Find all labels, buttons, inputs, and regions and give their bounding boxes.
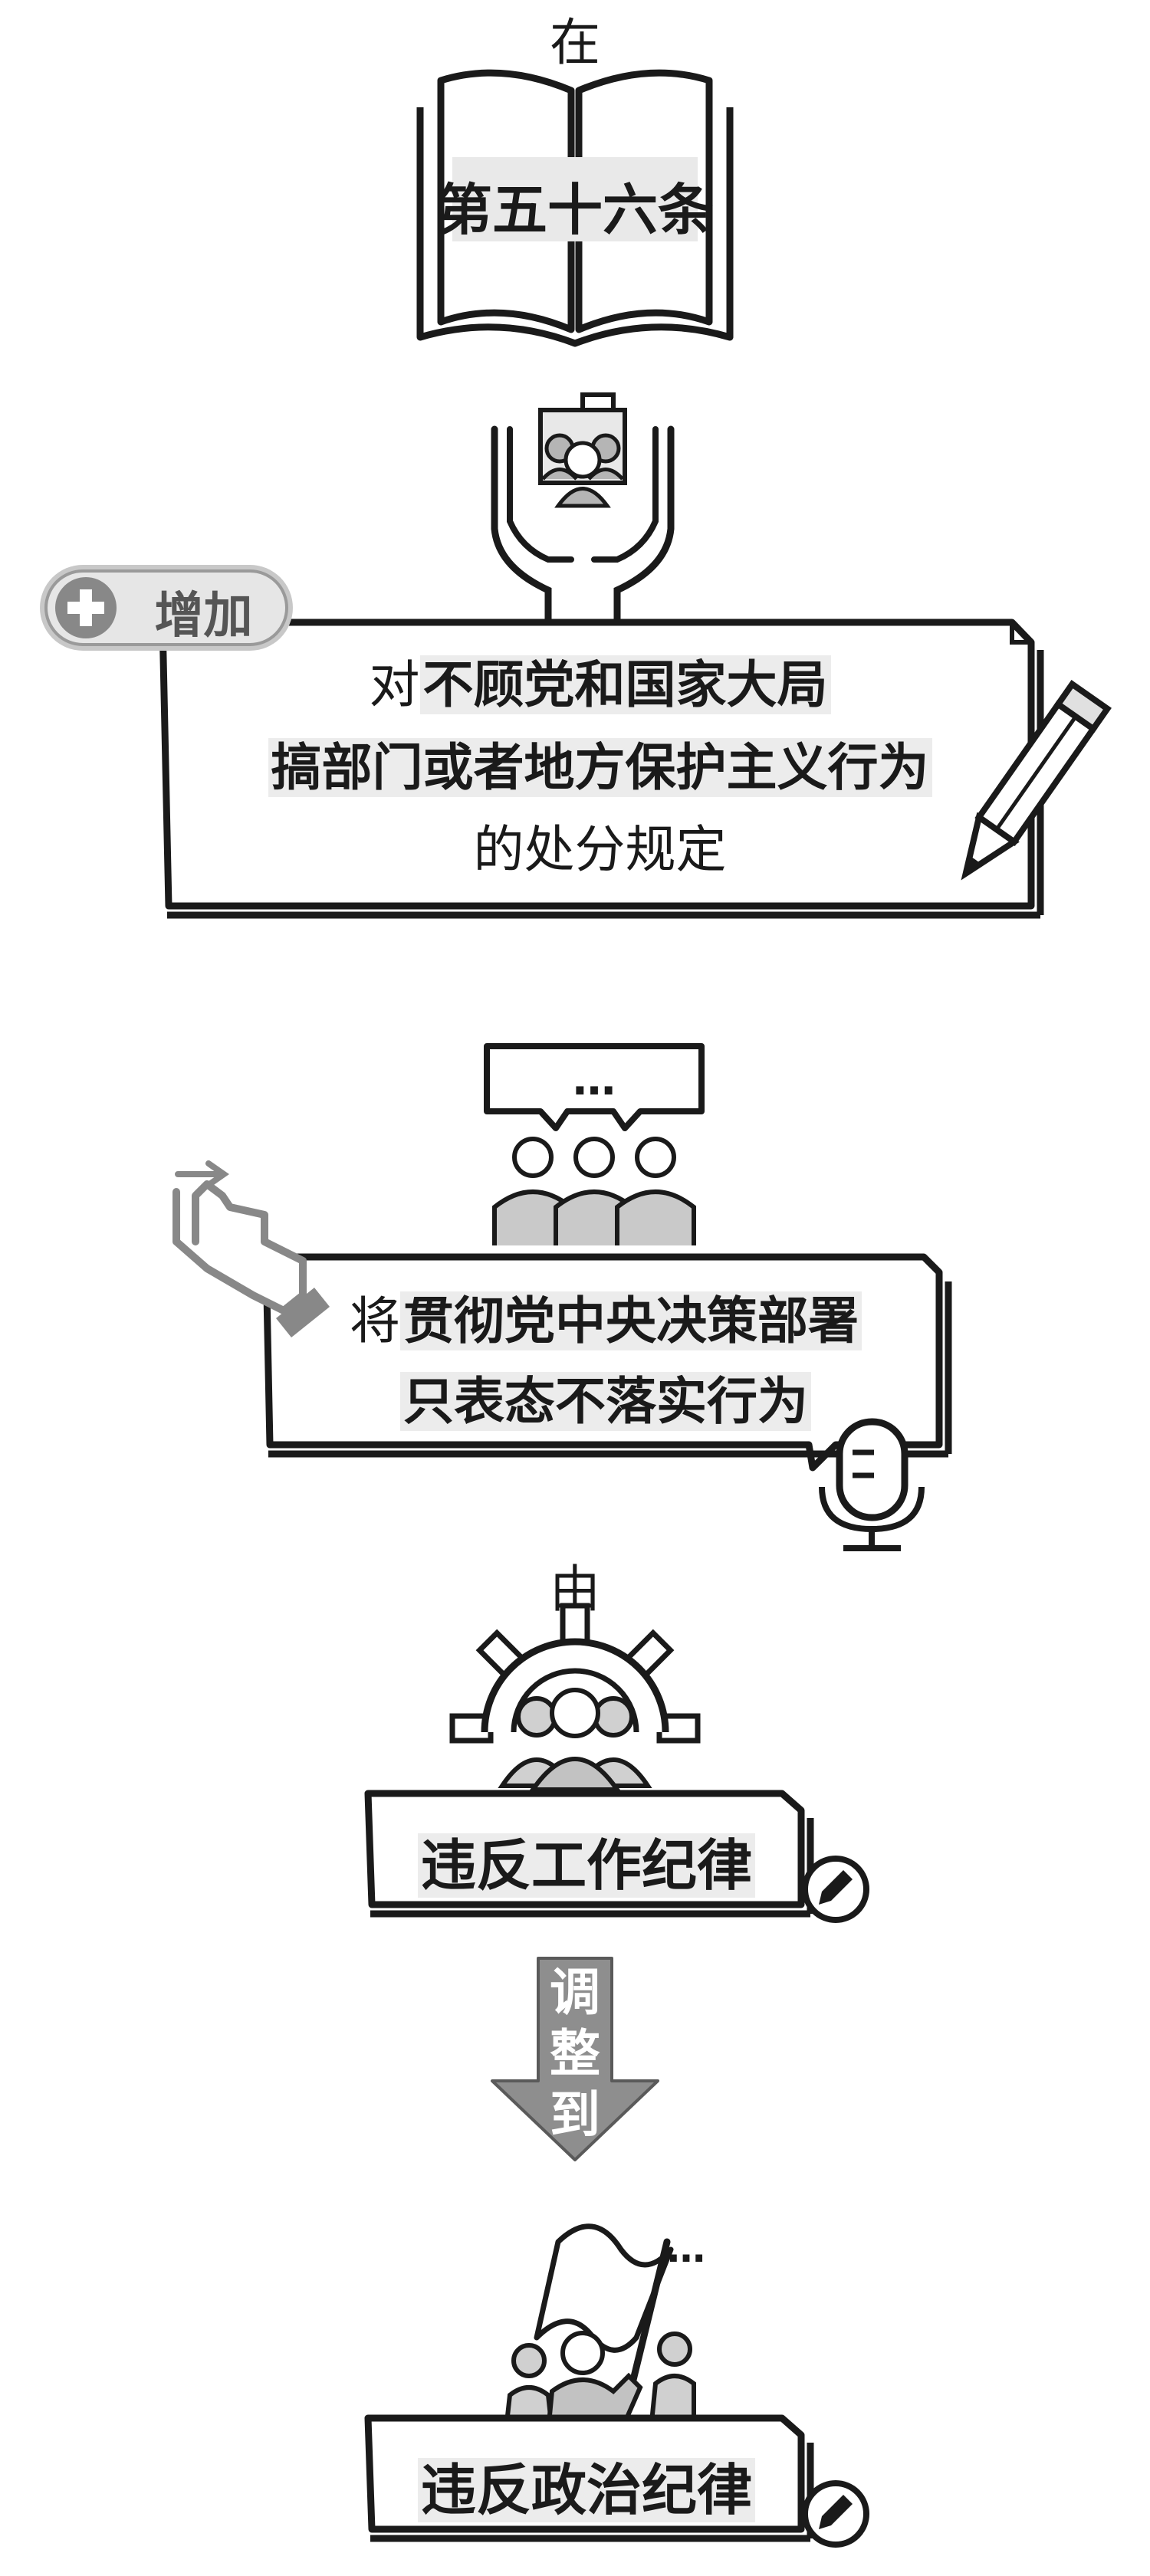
speech-bubble-ellipsis: … — [573, 1055, 616, 1105]
connector-zai: 在 — [550, 13, 600, 72]
addition-line-3: 的处分规定 — [473, 820, 727, 879]
addition-line-2: 搞部门或者地方保护主义行为 — [172, 727, 1027, 800]
add-badge-label: 增加 — [154, 588, 253, 645]
implementation-line-1-emphasis: 贯彻党中央决策部署 — [400, 1291, 862, 1350]
addition-line-1-prefix: 对 — [369, 655, 420, 714]
microphone-icon — [819, 1418, 925, 1551]
add-badge — [40, 565, 293, 651]
work-discipline-label: 违反工作纪律 — [376, 1820, 797, 1901]
addition-line-1: 对不顾党和国家大局 — [172, 644, 1027, 717]
down-arrow-icon — [491, 1957, 659, 2161]
pencil-icon — [961, 680, 1112, 881]
tap-hand-icon — [172, 1160, 330, 1337]
political-discipline-label: 违反政治纪律 — [376, 2445, 797, 2525]
adjust-to-label: 调 整 到 — [550, 1963, 600, 2144]
implementation-text-box: 将贯彻党中央决策部署 只表态不落实行为 — [272, 1272, 939, 1441]
book-title: 第五十六条 — [436, 178, 713, 242]
addition-line-1-emphasis: 不顾党和国家大局 — [419, 655, 831, 714]
flag-ellipsis: … — [667, 2227, 705, 2271]
implementation-line-1-prefix: 将 — [350, 1291, 400, 1350]
implementation-line-2: 只表态不落实行为 — [272, 1360, 939, 1434]
book-icon — [416, 69, 734, 347]
implementation-line-1: 将贯彻党中央决策部署 — [272, 1280, 939, 1354]
addition-text-box: 对不顾党和国家大局 搞部门或者地方保护主义行为 的处分规定 — [172, 636, 1027, 904]
